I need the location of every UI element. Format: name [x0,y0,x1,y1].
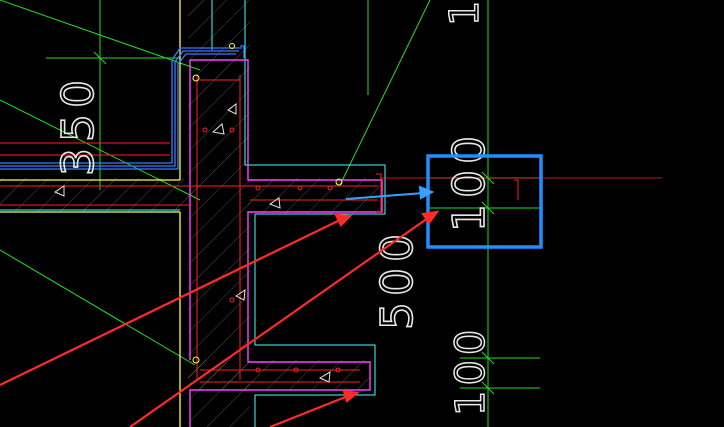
highlight-box[interactable] [426,154,543,249]
rebar-dots [192,43,343,364]
hatch-triangle-symbols [53,103,331,383]
dimension-100-top: 100 [444,130,495,232]
triangle-symbol [268,197,281,209]
dimension-ticks [93,51,495,395]
red-rebar-dots [202,127,341,373]
triangle-symbol [235,288,246,301]
dimension-500: 500 [372,228,423,330]
dimension-partial-top: 1 [442,0,488,26]
triangle-symbol [318,371,331,383]
blue-rebar [0,45,245,170]
cyan-outline [211,0,386,427]
triangle-symbol [53,185,65,197]
magenta-concrete-outline [189,59,383,427]
red-arrow-3 [269,394,349,427]
triangle-symbol [227,103,237,115]
dimension-350: 350 [53,74,104,176]
blue-annotation-arrow[interactable] [345,185,435,200]
triangle-symbol [211,123,225,135]
concrete-section [0,0,382,427]
red-rebar [0,75,662,383]
dimension-100-bottom: 100 [448,325,494,416]
red-annotation-arrows[interactable] [0,210,440,427]
red-arrow-1 [0,219,341,386]
red-arrow-2 [129,217,429,427]
